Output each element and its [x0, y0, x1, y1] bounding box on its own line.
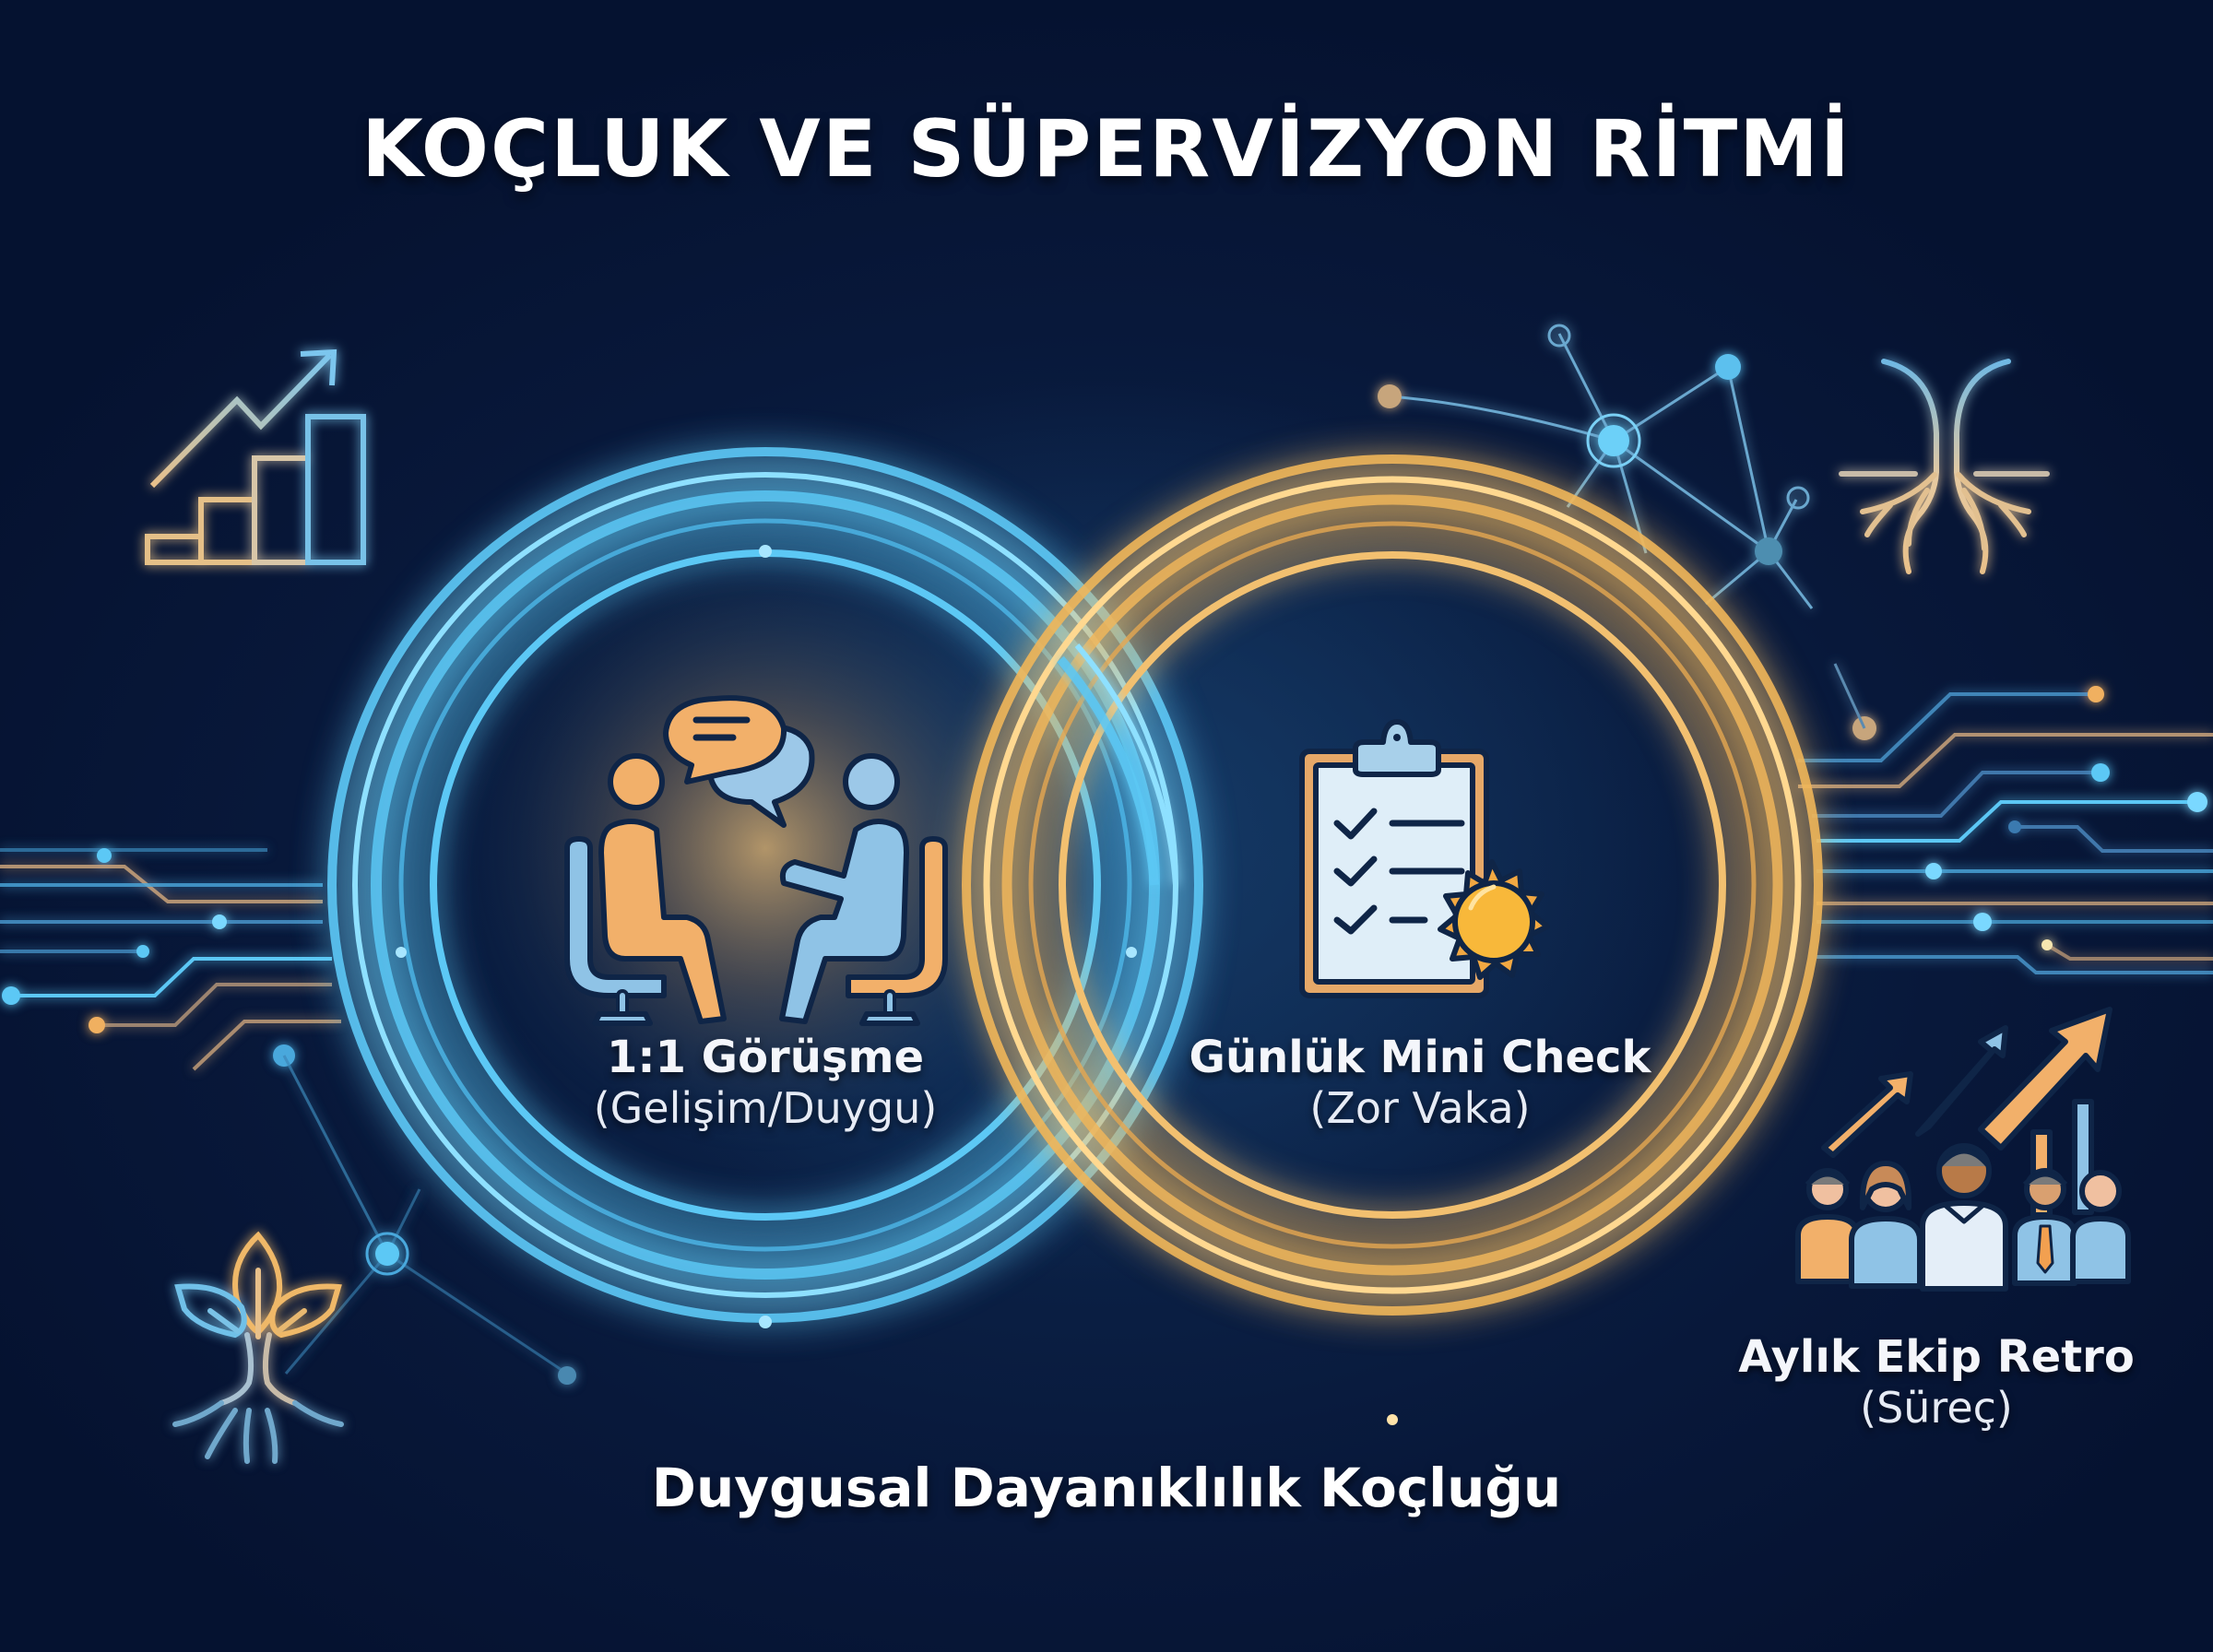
sprout-with-roots-icon — [145, 1231, 370, 1464]
clipboard-checklist-sun-icon — [1299, 719, 1550, 998]
ring-label-main: Günlük Mini Check — [1189, 1032, 1651, 1083]
gold-ring-dots — [1387, 1414, 1398, 1425]
side-label-sub: (Süreç) — [1860, 1383, 2013, 1434]
side-label-monthly-retro: Aylık Ekip Retro (Süreç) — [1715, 1331, 2158, 1434]
growth-bar-chart-icon — [124, 348, 387, 565]
ring-label-sub: (Zor Vaka) — [1309, 1083, 1531, 1134]
ring-label-sub: (Gelişim/Duygu) — [593, 1083, 938, 1134]
ring-label-1on1: 1:1 Görüşme (Gelişim/Duygu) — [535, 1032, 996, 1134]
ring-label-daily-check: Günlük Mini Check (Zor Vaka) — [1162, 1032, 1678, 1134]
ring-label-main: 1:1 Görüşme — [606, 1032, 925, 1083]
network-nodes-graphic — [1378, 324, 1814, 609]
two-people-talking-icon — [564, 695, 948, 1026]
roots-icon — [1839, 359, 2050, 574]
page-title: KOÇLUK VE SÜPERVİZYON RİTMİ — [361, 103, 1852, 195]
team-growth-arrows-icon — [1795, 1007, 2131, 1292]
circuit-lines-right — [1798, 663, 2213, 974]
circuit-lines-left — [0, 848, 576, 1385]
side-label-main: Aylık Ekip Retro — [1738, 1331, 2135, 1383]
footer-caption: Duygusal Dayanıklılık Koçluğu — [651, 1457, 1562, 1519]
